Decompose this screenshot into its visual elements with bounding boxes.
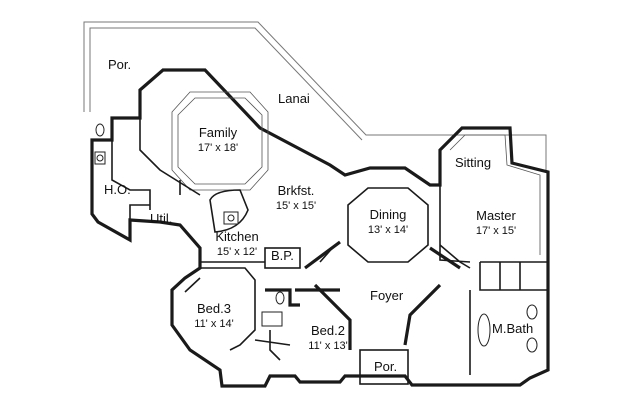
sink-ho-basin	[96, 154, 104, 162]
family-ceiling	[171, 91, 269, 191]
label-porch-front: Por.	[374, 359, 398, 374]
master-dim: 17' x 15'	[475, 224, 517, 237]
sink-master-2	[526, 337, 538, 353]
brkfst-name: Brkfst.	[277, 183, 315, 198]
label-ho: H.O.	[104, 182, 131, 197]
sink-master-1	[526, 304, 538, 320]
family-ceiling-inner	[177, 97, 263, 185]
kitchen-dim: 15' x 12'	[216, 245, 258, 258]
label-lanai: Lanai	[278, 91, 310, 106]
label-foyer: Foyer	[370, 288, 404, 303]
bed3-name: Bed.3	[197, 301, 231, 316]
label-brkfst: Brkfst. 15' x 15'	[266, 182, 326, 212]
bed2-dim: 11' x 13'	[308, 339, 348, 352]
label-kitchen: Kitchen 15' x 12'	[206, 228, 268, 258]
kitchen-name: Kitchen	[215, 229, 259, 244]
label-sitting: Sitting	[455, 155, 492, 170]
front-porch	[359, 349, 409, 385]
brkfst-dim: 15' x 15'	[275, 199, 317, 212]
dining-name: Dining	[369, 207, 407, 222]
family-dim: 17' x 18'	[197, 141, 239, 154]
label-bed3: Bed.3 11' x 14'	[188, 300, 240, 330]
family-name: Family	[198, 125, 238, 140]
toilet-bed3	[275, 291, 285, 305]
label-util: Util.	[150, 211, 173, 226]
toilet-ho	[95, 123, 105, 137]
label-family: Family 17' x 18'	[190, 124, 246, 154]
bed3-dim: 11' x 14'	[194, 317, 234, 330]
label-porch-top: Por.	[108, 57, 132, 72]
label-master: Master 17' x 15'	[468, 207, 524, 237]
exterior-walls	[90, 68, 550, 388]
interior-walls	[111, 90, 548, 375]
bed2-name: Bed.2	[311, 323, 345, 338]
label-bp: B.P.	[271, 248, 294, 263]
lanai-porch-outline	[83, 21, 547, 172]
dining-dim: 13' x 14'	[367, 223, 409, 236]
label-dining: Dining 13' x 14'	[360, 206, 416, 236]
fixtures	[94, 123, 538, 353]
master-name: Master	[476, 208, 516, 223]
label-bed2: Bed.2 11' x 13'	[300, 322, 356, 352]
stove-burner	[227, 214, 235, 222]
label-mbath: M.Bath	[492, 321, 534, 336]
tub-bed	[261, 311, 283, 327]
tub-master	[477, 313, 491, 347]
